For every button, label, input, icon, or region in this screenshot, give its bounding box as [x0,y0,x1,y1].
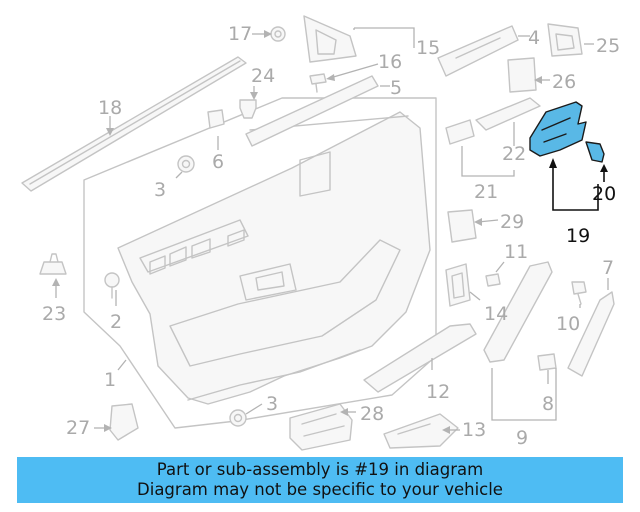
callout-29[interactable]: 29 [500,211,524,233]
callout-2[interactable]: 2 [110,311,122,333]
part-1-door-trim-panel[interactable] [83,97,437,429]
callout-11[interactable]: 11 [504,241,528,263]
callout-12[interactable]: 12 [426,381,450,403]
callout-4[interactable]: 4 [528,27,540,49]
callout-9[interactable]: 9 [516,427,528,449]
banner-line-1: Part or sub-assembly is #19 in diagram [156,460,484,479]
part-18-belt-moulding[interactable] [21,56,247,192]
callout-17[interactable]: 17 [228,23,252,45]
callout-24[interactable]: 24 [251,65,275,87]
part-13-switch-panel[interactable] [383,413,459,449]
callout-7[interactable]: 7 [602,257,614,279]
part-26-switch[interactable] [507,57,537,93]
callout-10[interactable]: 10 [556,313,580,335]
callout-14[interactable]: 14 [484,303,508,325]
part-25-switch[interactable] [547,23,583,57]
callout-1[interactable]: 1 [104,369,116,391]
part-6-bracket[interactable] [207,109,225,129]
part-7-pull-strip[interactable] [567,291,615,377]
part-8-clip[interactable] [537,353,557,371]
callout-23[interactable]: 23 [42,303,66,325]
callout-15[interactable]: 15 [416,37,440,59]
part-27-connector[interactable] [109,403,139,441]
callout-3-lower[interactable]: 3 [266,393,278,415]
callout-22[interactable]: 22 [502,143,526,165]
part-19-handle-housing-highlighted[interactable] [529,101,587,157]
callout-19-highlighted[interactable]: 19 [566,225,590,247]
part-15-mirror-cover[interactable] [303,15,357,63]
part-10-screw[interactable] [571,281,587,305]
part-12-armrest-strip[interactable] [363,323,477,393]
callout-18[interactable]: 18 [98,97,122,119]
part-20-bulb-highlighted[interactable] [585,141,605,163]
part-28-window-switch[interactable] [289,403,353,451]
part-17-clip[interactable] [270,26,286,42]
part-3-nut-upper[interactable] [177,155,195,173]
callout-13[interactable]: 13 [462,419,486,441]
part-5-upper-trim[interactable] [245,75,379,147]
callout-26[interactable]: 26 [552,71,576,93]
banner-line-2: Diagram may not be specific to your vehi… [137,480,503,499]
callout-20-highlighted[interactable]: 20 [592,183,616,205]
callout-labels: 17 15 16 5 24 6 3 18 2 23 1 27 3 28 13 1… [42,23,620,449]
callout-5[interactable]: 5 [390,77,402,99]
callout-3-upper[interactable]: 3 [154,179,166,201]
part-23-clip[interactable] [39,253,67,275]
part-4-door-handle[interactable] [437,25,519,77]
callout-16[interactable]: 16 [378,51,402,73]
part-16-clip[interactable] [309,73,327,93]
leader-lines-highlighted [549,158,608,211]
callout-8[interactable]: 8 [542,393,554,415]
callout-27[interactable]: 27 [66,417,90,439]
part-11-screw[interactable] [485,273,501,287]
part-3-nut-lower[interactable] [229,409,247,427]
callout-6[interactable]: 6 [212,151,224,173]
part-2-bolt[interactable] [104,272,120,299]
part-24-push-clip[interactable] [239,99,257,119]
callout-21[interactable]: 21 [474,181,498,203]
part-14-handle-bezel[interactable] [445,263,471,307]
part-9-vertical-trim[interactable] [483,261,553,363]
callout-28[interactable]: 28 [360,403,384,425]
part-22-handle-trim[interactable] [475,97,541,131]
part-29-switch[interactable] [447,209,477,243]
callout-25[interactable]: 25 [596,35,620,57]
leader-lines [52,27,609,434]
info-banner: Part or sub-assembly is #19 in diagram D… [17,457,623,503]
part-21-switch-bezel[interactable] [445,119,475,145]
